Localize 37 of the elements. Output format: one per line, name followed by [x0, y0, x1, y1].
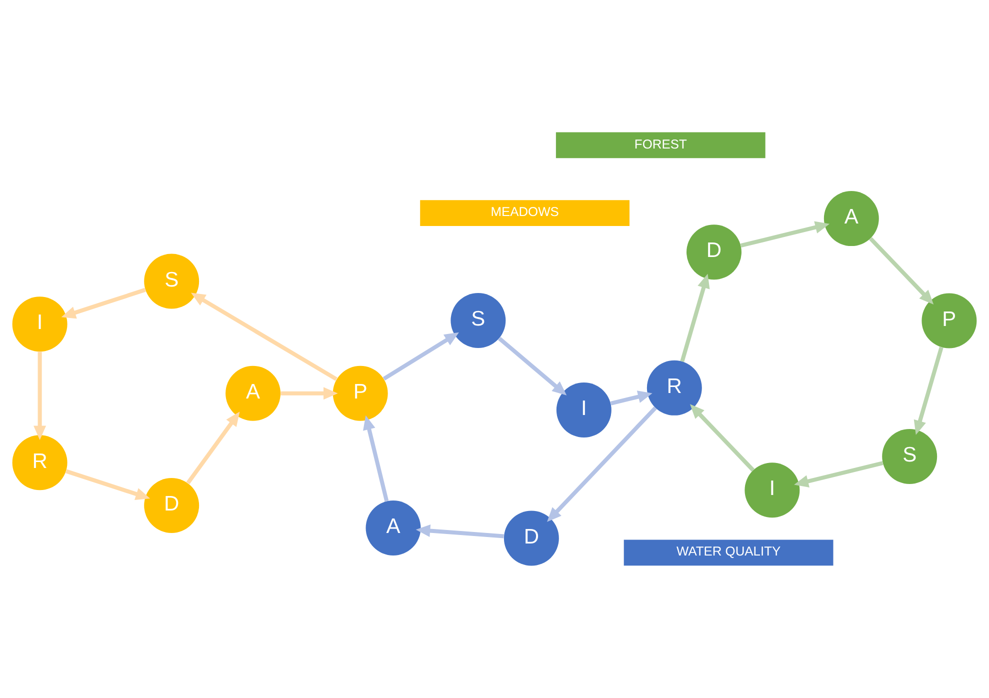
node-circle: A [366, 500, 421, 556]
node-circle: I [556, 382, 612, 438]
arrow [66, 469, 150, 500]
arrow [190, 292, 338, 381]
node-circle: R [12, 435, 68, 490]
arrow [34, 352, 46, 440]
arrow [869, 237, 934, 304]
arrow [680, 274, 710, 362]
arrow [794, 461, 884, 488]
arrow [416, 524, 504, 538]
arrow [547, 406, 657, 522]
node-circle: R [646, 360, 702, 416]
arrow [186, 412, 240, 484]
node-circle: I [12, 296, 68, 352]
arrow [382, 332, 459, 381]
arrow [690, 404, 755, 472]
node-circle: A [824, 191, 879, 246]
arrow [61, 288, 146, 319]
node-box: WATER QUALITY [624, 540, 834, 566]
arrow [610, 390, 652, 406]
node-circle: S [450, 293, 506, 348]
node-circle: S [882, 429, 938, 484]
node-box: FOREST [556, 132, 766, 158]
arrow [280, 387, 338, 400]
node-circle: D [686, 224, 742, 280]
arrow [363, 415, 389, 502]
arrow [498, 336, 567, 396]
node-circle: P [922, 293, 977, 348]
node-circle: D [144, 478, 200, 533]
arrow [740, 221, 830, 248]
node-circle: I [744, 462, 800, 518]
node-circle: S [144, 254, 200, 309]
arrow [914, 346, 944, 435]
node-circle: A [226, 366, 281, 421]
node-circle: P [332, 366, 388, 421]
node-box: MEADOWS [420, 200, 630, 226]
node-circle: D [504, 510, 559, 566]
